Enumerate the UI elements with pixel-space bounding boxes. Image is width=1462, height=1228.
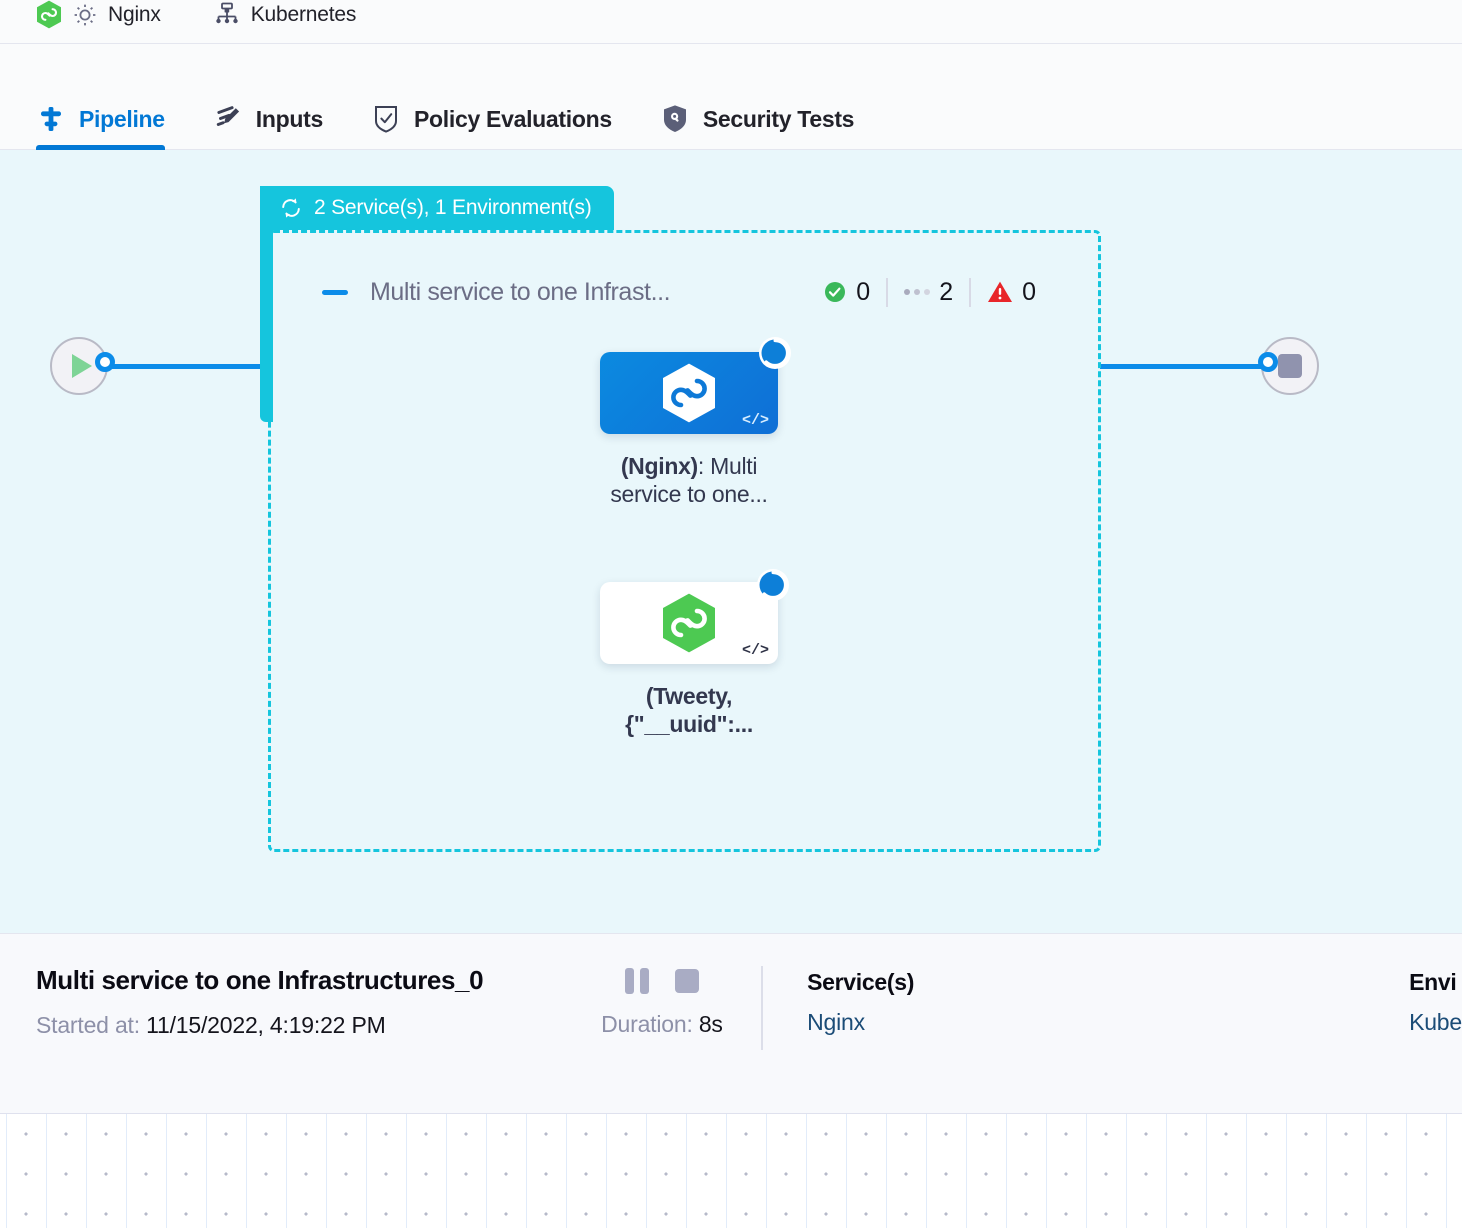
tab-inputs-label: Inputs [255,105,324,132]
play-icon [72,354,92,378]
stage-status-summary: 0 2 0 [807,277,1052,307]
services-value-link[interactable]: Nginx [807,1009,865,1035]
harness-hexagon-logo-green-icon [36,0,62,29]
spinner-running-icon [758,336,792,370]
step-node-label-rest: : Multi service to one... [610,453,768,508]
started-at-label: Started at: [36,1012,140,1038]
harness-hexagon-white-icon [660,362,718,424]
step-node-tweety[interactable]: </> (Tweety, {"__uuid":... [600,569,789,738]
step-node-label: (Tweety, {"__uuid":... [600,682,778,738]
divider [761,966,764,1050]
status-success: 0 [807,277,889,307]
execution-meta-strip: Nginx Kubernetes [0,0,1462,44]
spinner-running-icon [756,568,790,602]
environments-heading: Envi [1409,969,1457,995]
gear-icon [72,2,98,28]
step-node-nginx[interactable]: </> (Nginx): Multi service to one... [600,337,791,508]
tab-pipeline-label: Pipeline [79,105,165,132]
start-node[interactable] [50,337,108,395]
inputs-pencil-icon [213,104,243,134]
pending-dots-icon [904,289,931,295]
pause-button[interactable] [624,968,649,994]
environments-column: Envi Kube [1409,934,1462,1036]
end-node-port[interactable] [1258,352,1278,372]
stage-group-left-bar [260,186,273,422]
loop-matrix-icon [278,195,304,221]
stop-icon [1278,354,1302,378]
service-name-label: Nginx [108,2,161,26]
start-node-port[interactable] [95,352,115,372]
code-icon[interactable]: </> [741,412,769,429]
tab-security-tests-label: Security Tests [702,105,855,132]
duration-value: 8s [698,1011,723,1037]
environments-value-link[interactable]: Kube [1409,1009,1462,1035]
stop-button[interactable] [674,969,699,993]
status-success-count: 0 [856,277,871,306]
pipeline-canvas[interactable]: 2 Service(s), 1 Environment(s) Multi ser… [0,150,1462,933]
policy-shield-check-icon [371,104,401,134]
duration-label: Duration: [601,1011,693,1037]
step-node-label-bold: (Nginx) [620,453,698,479]
execution-controls: Duration: 8s [563,934,761,1038]
step-node-label-bold: (Tweety, {"__uuid":... [625,683,753,738]
status-pending-count: 2 [939,277,954,306]
execution-title: Multi service to one Infrastructures_0 [36,965,484,995]
execution-duration: Duration: 8s [601,1011,723,1038]
step-card[interactable]: </> [600,569,789,664]
stage-group-box[interactable] [268,230,1101,852]
environment-name-label: Kubernetes [250,2,357,26]
wire-group-to-end [1100,364,1270,369]
stage-group-badge-label: 2 Service(s), 1 Environment(s) [314,196,592,219]
collapse-dash-icon[interactable] [322,289,348,295]
execution-tabbar: Pipeline Inputs [0,44,1462,150]
tab-security-tests[interactable]: Security Tests [660,44,854,150]
execution-info-bar: Multi service to one Infrastructures_0 S… [0,933,1462,1114]
pipeline-icon [36,104,66,134]
warning-triangle-icon [987,280,1013,304]
step-node-label: (Nginx): Multi service to one... [600,452,778,508]
status-pending: 2 [888,277,972,307]
services-heading: Service(s) [807,969,915,995]
background-dot-grid [0,1114,1462,1228]
security-shield-icon [660,104,690,134]
status-error-count: 0 [1022,277,1036,306]
tab-inputs[interactable]: Inputs [213,44,323,150]
stage-group-title: Multi service to one Infrast... [370,277,671,306]
tab-policy-evaluations-label: Policy Evaluations [414,105,612,132]
success-check-icon [823,280,847,304]
service-chip-nginx[interactable]: Nginx [36,0,161,29]
harness-hexagon-green-icon [660,592,718,654]
wire-start-to-group [108,364,268,369]
kubernetes-infra-icon [213,1,241,29]
tab-policy-evaluations[interactable]: Policy Evaluations [371,44,612,150]
status-error: 0 [971,278,1052,307]
control-buttons [624,968,699,994]
stage-group-header: Multi service to one Infrast... 0 2 [322,272,1052,312]
execution-started-at: Started at: 11/15/2022, 4:19:22 PM [36,1012,563,1039]
services-column: Service(s) Nginx [763,934,914,1036]
tab-pipeline[interactable]: Pipeline [36,44,165,150]
code-icon[interactable]: </> [741,642,769,659]
started-at-value: 11/15/2022, 4:19:22 PM [146,1012,386,1038]
step-card[interactable]: </> [600,337,791,434]
execution-summary: Multi service to one Infrastructures_0 S… [0,934,563,1039]
environment-chip-kubernetes[interactable]: Kubernetes [213,1,356,29]
stage-group-badge[interactable]: 2 Service(s), 1 Environment(s) [260,186,614,230]
